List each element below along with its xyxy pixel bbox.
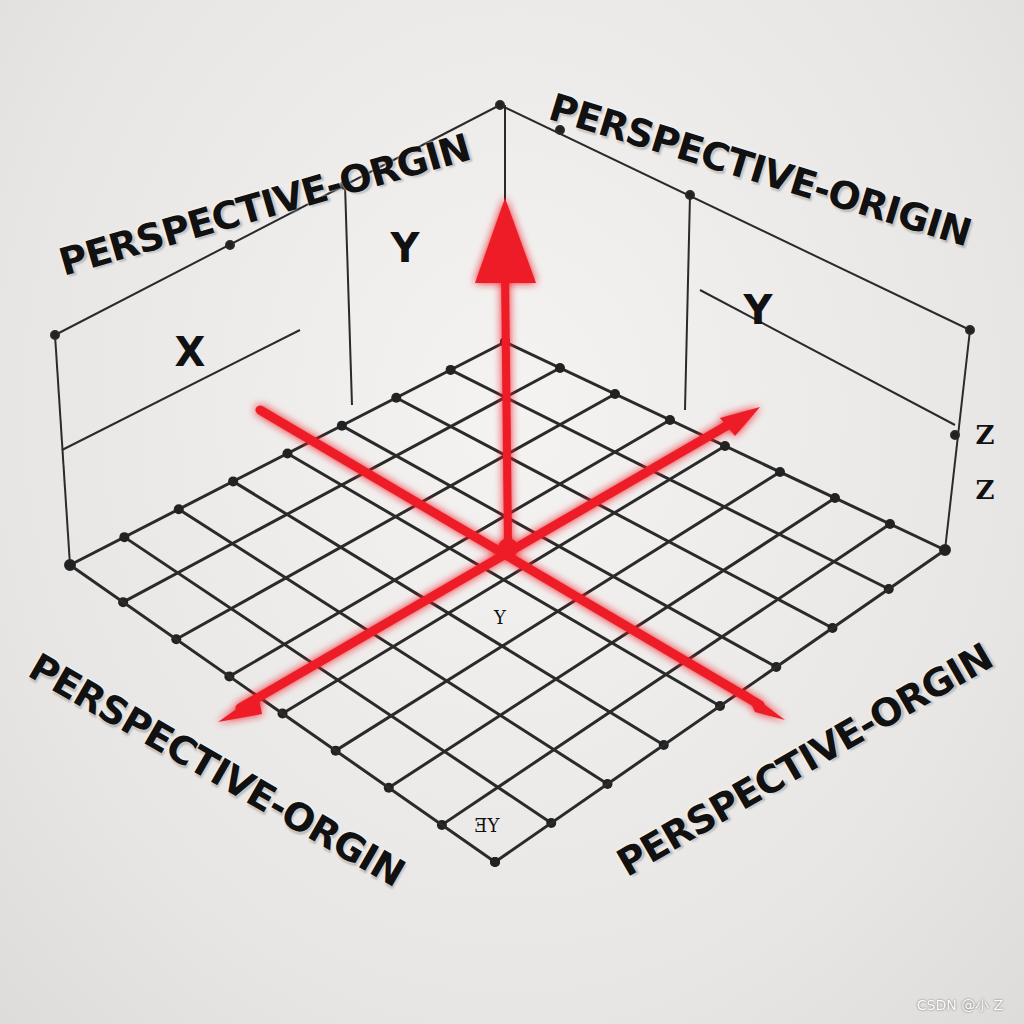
axis-label: Y xyxy=(391,228,420,268)
grid-node xyxy=(65,560,75,570)
grid-node xyxy=(775,467,785,477)
grid-node xyxy=(391,393,401,403)
grid-node xyxy=(490,857,500,867)
grid-node xyxy=(610,389,620,399)
grid-node xyxy=(940,545,950,555)
grid-node xyxy=(228,476,238,486)
grid-node xyxy=(665,415,675,425)
grid-line xyxy=(442,524,890,825)
grid-node xyxy=(119,532,129,542)
grid-node xyxy=(720,441,730,451)
grid-node xyxy=(174,504,184,514)
corner-title: PERSPECTIVE-ORGIN xyxy=(611,637,998,882)
red-axes xyxy=(218,198,785,722)
grid-node xyxy=(65,560,75,570)
axis-label: ƎY xyxy=(474,817,499,835)
grid-node xyxy=(283,449,293,459)
axis-label: Y xyxy=(744,290,773,330)
wall-lines xyxy=(51,101,974,570)
axis-label: Z xyxy=(976,422,995,448)
grid-node xyxy=(555,363,565,373)
grid-node xyxy=(490,857,500,867)
axis-label: Z xyxy=(976,477,995,503)
grid-line xyxy=(389,498,835,788)
grid-line xyxy=(179,509,608,784)
corner-title: PERSPECTIVE-ORGIN xyxy=(23,647,410,892)
grid-node xyxy=(940,545,950,555)
grid-node xyxy=(885,519,895,529)
axis-label: X xyxy=(175,332,206,372)
corner-title: PERSPECTIVE-ORIGIN xyxy=(545,88,975,252)
grid-line xyxy=(124,537,551,823)
axis-label: Y xyxy=(494,609,506,627)
watermark: CSDN @小 Z xyxy=(917,998,1003,1012)
grid-node xyxy=(337,421,347,431)
grid-node xyxy=(446,365,456,375)
grid-line xyxy=(70,342,505,565)
grid-node xyxy=(830,493,840,503)
